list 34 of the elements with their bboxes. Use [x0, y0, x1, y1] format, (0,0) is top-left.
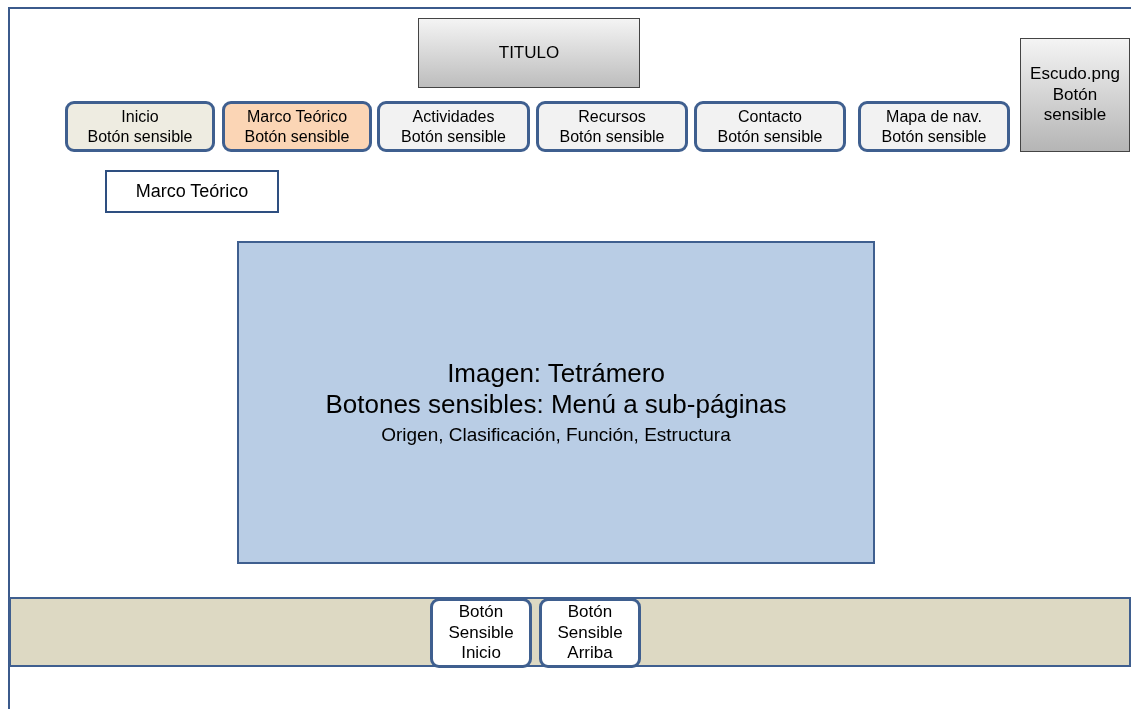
button-label: Inicio — [121, 107, 159, 127]
button-label: Recursos — [578, 107, 646, 127]
button-caption: Botón sensible — [1042, 84, 1108, 126]
button-label: Contacto — [737, 107, 802, 127]
nav-button — [539, 598, 641, 668]
nav-button — [858, 101, 1010, 152]
page-title: TITULO — [498, 42, 560, 64]
submenu-list: Origen, Clasificación, Función, Estructura — [381, 424, 731, 448]
button-label: Escudo.png — [1029, 64, 1121, 85]
image-label: Imagen: Tetrámero — [447, 357, 665, 390]
menu-description: Botones sensibles: Menú a sub-páginas — [325, 389, 787, 421]
button-caption: Botón sensible — [881, 126, 987, 146]
content-panel — [237, 241, 875, 564]
button-caption: Botón sensible — [559, 126, 665, 146]
nav-button — [430, 598, 532, 668]
button-caption: Botón sensible — [244, 126, 350, 146]
nav-button — [536, 101, 688, 152]
button-label: Actividades — [412, 107, 495, 127]
button-caption: Botón sensible — [401, 126, 506, 146]
button-label: Botón Sensible Inicio — [447, 602, 515, 664]
nav-button — [65, 101, 215, 152]
button-caption: Botón sensible — [717, 126, 823, 146]
button-label: Marco Teórico — [246, 107, 348, 127]
button-caption: Botón sensible — [87, 126, 193, 146]
nav-button — [222, 101, 372, 152]
title-box — [418, 18, 640, 88]
footer-bar — [9, 597, 1131, 667]
image-placeholder-button — [1020, 38, 1130, 152]
section-heading: Marco Teórico — [135, 180, 249, 203]
section-heading-box — [105, 170, 279, 213]
button-label: Mapa de nav. — [886, 107, 982, 127]
nav-button — [377, 101, 530, 152]
button-label: Botón Sensible Arriba — [556, 602, 624, 664]
nav-button — [694, 101, 846, 152]
